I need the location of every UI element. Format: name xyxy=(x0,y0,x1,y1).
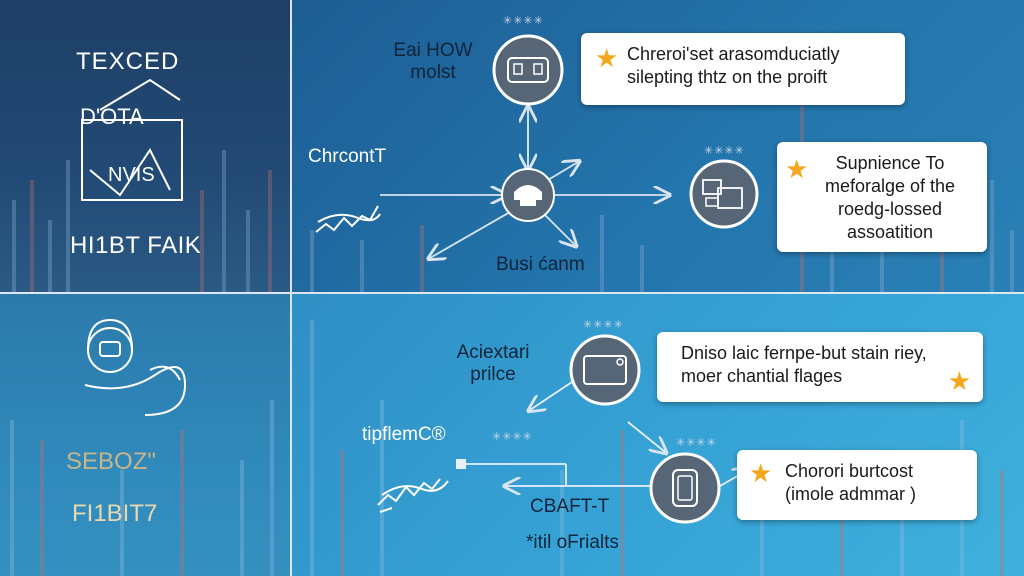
bottom-node-2 xyxy=(649,452,721,524)
left-top-caption: HI1BT FAIK xyxy=(70,232,202,259)
top-node-1-stars: ✳✳✳✳ xyxy=(503,15,544,27)
bottom-card-2-text: Chorori burtcost (imole admmar ) xyxy=(785,461,917,504)
star-icon: ★ xyxy=(749,458,773,488)
bottom-card-2: ★ Chorori burtcost (imole admmar ) xyxy=(737,450,977,520)
top-card-2: ★ Supnience To meforalge of the roedg-lo… xyxy=(777,142,987,252)
bottom-label-1: CBAFT-T xyxy=(530,496,610,517)
bottom-arrows xyxy=(460,379,748,486)
bottom-node-1-label: Aciextari prilce xyxy=(456,342,530,385)
logo-line-3: NVIS xyxy=(108,164,155,186)
panel-top-left xyxy=(0,0,290,292)
star-icon: ★ xyxy=(785,154,809,184)
top-node-1 xyxy=(492,34,564,106)
left-bottom-label-1: SEBOZ" xyxy=(66,448,156,475)
bottom-node-1-stars: ✳✳✳✳ xyxy=(583,319,624,331)
logo-line-1: TEXCED xyxy=(76,48,180,75)
bottom-hand-sketch xyxy=(377,478,449,513)
headset-robot-icon xyxy=(84,318,187,416)
top-node-1-label: Eai HOW molst xyxy=(393,40,473,83)
star-icon: ★ xyxy=(947,366,971,396)
bottom-left-label: tipflemC® xyxy=(362,424,446,445)
bottom-node-1 xyxy=(569,334,641,406)
top-node-2-stars: ✳✳✳✳ xyxy=(704,145,745,157)
top-card-2-text: Supnience To meforalge of the roedg-loss… xyxy=(824,153,956,242)
top-hand-sketch xyxy=(315,205,381,233)
top-hub-label: Busi ćanm xyxy=(496,254,585,275)
top-card-1-text: Chreroi'set arasomduciatly silepting tht… xyxy=(627,44,840,87)
top-left-label: ChrcontT xyxy=(308,146,387,167)
top-left-logo-graphic xyxy=(81,78,183,201)
vertical-divider xyxy=(290,0,292,576)
star-icon: ★ xyxy=(595,43,619,73)
connector-square xyxy=(456,459,466,469)
bottom-card-1: ★ Dniso laic fernpe-but stain riey, moer… xyxy=(657,332,983,402)
left-bottom-label-2: FI1BIT7 xyxy=(72,500,158,527)
bottom-card-1-text: Dniso laic fernpe-but stain riey, moer c… xyxy=(681,343,927,386)
top-hub-node xyxy=(501,168,555,222)
top-arrows xyxy=(380,108,668,258)
horizontal-divider xyxy=(0,292,1024,294)
panel-bottom-left xyxy=(0,294,290,576)
bottom-mid-stars: ✳✳✳✳ xyxy=(492,431,533,443)
top-node-2 xyxy=(689,159,759,229)
logo-line-2: D'OTA xyxy=(80,104,144,129)
bottom-label-2: *itil oFrialts xyxy=(526,532,619,553)
bottom-node-2-stars: ✳✳✳✳ xyxy=(676,437,717,449)
top-card-1: ★ Chreroi'set arasomduciatly silepting t… xyxy=(581,33,905,105)
